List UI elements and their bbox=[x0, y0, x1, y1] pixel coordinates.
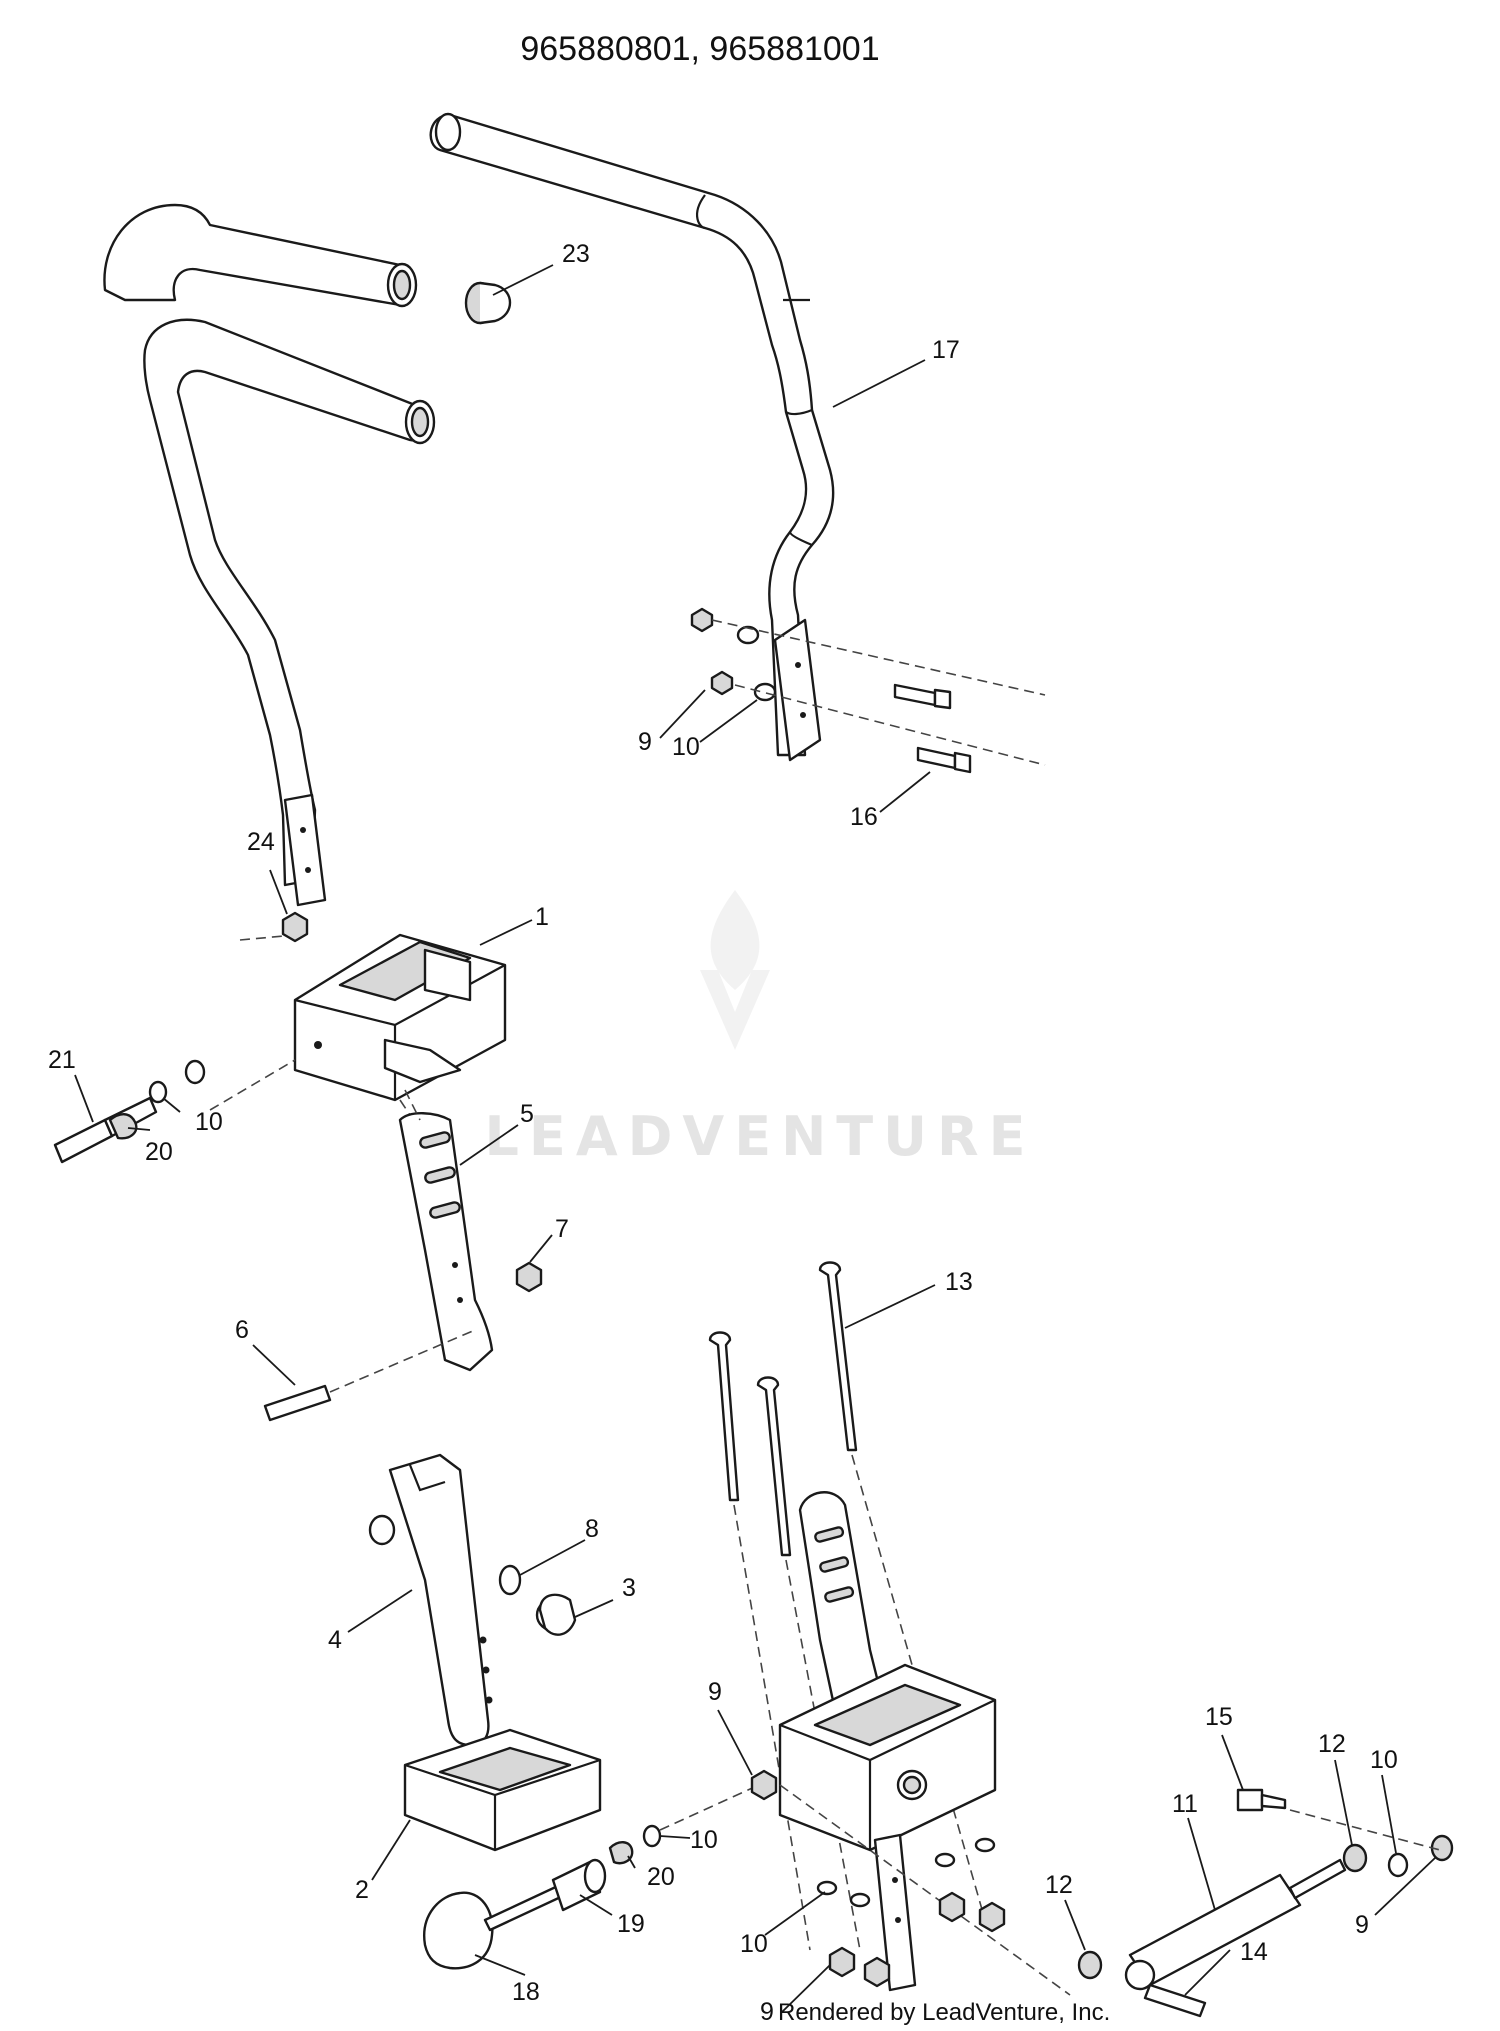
callout-6[interactable]: 6 bbox=[235, 1316, 249, 1344]
part-7-nut bbox=[515, 1261, 543, 1293]
callout-15[interactable]: 15 bbox=[1205, 1703, 1233, 1731]
part-1-housing bbox=[239, 933, 507, 1131]
callout-labels: 23 17 9 10 16 24 1 21 10 20 5 7 6 13 8 3… bbox=[48, 240, 1398, 2026]
callout-5[interactable]: 5 bbox=[520, 1100, 534, 1128]
part-5-lever bbox=[398, 1089, 494, 1372]
callout-21[interactable]: 21 bbox=[48, 1046, 76, 1074]
part-23-plug bbox=[464, 281, 512, 325]
part-15-bolt bbox=[1236, 1788, 1287, 1812]
callout-16[interactable]: 16 bbox=[850, 803, 878, 831]
callout-9[interactable]: 9 bbox=[760, 1998, 774, 2026]
callout-9[interactable]: 9 bbox=[708, 1678, 722, 1706]
callout-20[interactable]: 20 bbox=[647, 1863, 675, 1891]
callout-1[interactable]: 1 bbox=[535, 903, 549, 931]
callout-18[interactable]: 18 bbox=[512, 1978, 540, 2006]
part-17-hardware bbox=[690, 607, 1046, 774]
part-6-pin bbox=[263, 1329, 476, 1422]
callout-8[interactable]: 8 bbox=[585, 1515, 599, 1543]
watermark-text: LEADVENTURE bbox=[485, 1105, 1036, 1168]
part-18-knob bbox=[423, 1883, 567, 1970]
part-24-nut bbox=[281, 911, 309, 943]
part-3-bushing bbox=[535, 1593, 577, 1636]
callout-12[interactable]: 12 bbox=[1318, 1730, 1346, 1758]
part-21-bolt-assembly bbox=[53, 1059, 296, 1164]
callout-10[interactable]: 10 bbox=[690, 1826, 718, 1854]
dashed-axis-right bbox=[1289, 1809, 1441, 1851]
leader-lines bbox=[74, 264, 1436, 2013]
diagram-title: 965880801, 965881001 bbox=[520, 30, 879, 68]
handle-left-lower bbox=[143, 318, 436, 907]
callout-24[interactable]: 24 bbox=[247, 828, 275, 856]
part-12-bushing-a bbox=[1342, 1843, 1368, 1873]
callout-23[interactable]: 23 bbox=[562, 240, 590, 268]
callout-9[interactable]: 9 bbox=[638, 728, 652, 756]
callout-14[interactable]: 14 bbox=[1240, 1938, 1268, 1966]
watermark-logo bbox=[700, 890, 770, 1050]
part-17-handle-right bbox=[429, 112, 835, 762]
callout-10[interactable]: 10 bbox=[195, 1108, 223, 1136]
part-19-spacer bbox=[551, 1858, 607, 1912]
part-14-pin bbox=[1143, 1983, 1207, 2018]
part-8-ring bbox=[498, 1564, 522, 1596]
callout-17[interactable]: 17 bbox=[932, 336, 960, 364]
callout-2[interactable]: 2 bbox=[355, 1876, 369, 1904]
part-2-base bbox=[403, 1728, 602, 1852]
callout-7[interactable]: 7 bbox=[555, 1215, 569, 1243]
callout-20[interactable]: 20 bbox=[145, 1138, 173, 1166]
credit-text: Rendered by LeadVenture, Inc. bbox=[778, 1999, 1110, 2026]
callout-11[interactable]: 11 bbox=[1172, 1790, 1198, 1818]
part-10-washer bbox=[1387, 1852, 1409, 1878]
callout-10[interactable]: 10 bbox=[1370, 1746, 1398, 1774]
part-4-lever-arm bbox=[368, 1453, 493, 1747]
callout-19[interactable]: 19 bbox=[617, 1910, 645, 1938]
callout-10[interactable]: 10 bbox=[672, 733, 700, 761]
right-assembly-hardware bbox=[816, 1837, 1006, 1988]
handle-left-upper bbox=[103, 203, 418, 308]
callout-3[interactable]: 3 bbox=[622, 1574, 636, 1602]
part-11-gas-spring bbox=[1124, 1858, 1347, 1991]
callout-13[interactable]: 13 bbox=[945, 1268, 973, 1296]
part-12-bushing-b bbox=[1077, 1950, 1103, 1980]
callout-4[interactable]: 4 bbox=[328, 1626, 342, 1654]
callout-9[interactable]: 9 bbox=[1355, 1911, 1369, 1939]
right-lever-assembly bbox=[750, 1491, 1071, 1996]
callout-10[interactable]: 10 bbox=[740, 1930, 768, 1958]
callout-12[interactable]: 12 bbox=[1045, 1871, 1073, 1899]
